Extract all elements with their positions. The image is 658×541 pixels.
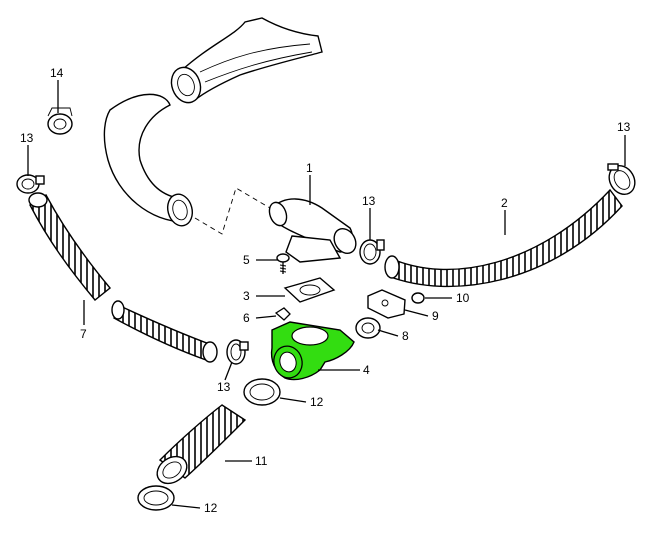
part-9-bracket — [367, 289, 406, 319]
part-2-corrugated-hose — [384, 188, 623, 288]
part-8-ring — [355, 317, 381, 339]
clamp-13-right — [607, 163, 636, 196]
callout-3: 3 — [243, 289, 250, 303]
callout-labels: 1 2 3 4 5 6 7 8 9 10 11 12 12 13 13 13 1… — [20, 66, 631, 515]
callout-13-bottom: 13 — [217, 380, 231, 394]
bent-hose — [103, 93, 194, 227]
callout-12-upper: 12 — [310, 395, 324, 409]
clamp-13-bottom — [226, 339, 249, 365]
part-3-gasket — [283, 277, 336, 303]
part-1-elbow — [268, 198, 357, 263]
callout-9: 9 — [432, 309, 439, 323]
callout-13-right: 13 — [617, 120, 631, 134]
air-duct — [170, 17, 323, 104]
callout-6: 6 — [243, 311, 250, 325]
clamp-13-center — [359, 239, 385, 265]
callout-5: 5 — [243, 253, 250, 267]
callout-13-left: 13 — [20, 131, 34, 145]
callout-12-lower: 12 — [204, 501, 218, 515]
part-5-screw — [276, 253, 290, 274]
callout-7: 7 — [80, 327, 87, 341]
clamp-12-lower — [137, 485, 175, 511]
callout-8: 8 — [402, 329, 409, 343]
leader-lines — [27, 80, 626, 509]
callout-2: 2 — [501, 196, 508, 210]
callout-4: 4 — [363, 363, 370, 377]
middle-corrugated-hose — [111, 300, 218, 363]
part-10-bolt — [411, 292, 425, 304]
clamp-13-left — [16, 174, 45, 194]
callout-14: 14 — [50, 66, 64, 80]
part-4-housing-highlighted — [270, 321, 355, 381]
part-11-corrugated-hose — [156, 404, 247, 485]
callout-10: 10 — [456, 291, 470, 305]
part-14-sleeve — [47, 107, 73, 135]
callout-13-center: 13 — [362, 194, 376, 208]
part-7-corrugated-hose — [28, 192, 111, 301]
part-6-clip — [274, 307, 291, 321]
callout-11: 11 — [255, 454, 268, 468]
callout-1: 1 — [306, 161, 313, 175]
clamp-12-upper — [243, 378, 281, 406]
